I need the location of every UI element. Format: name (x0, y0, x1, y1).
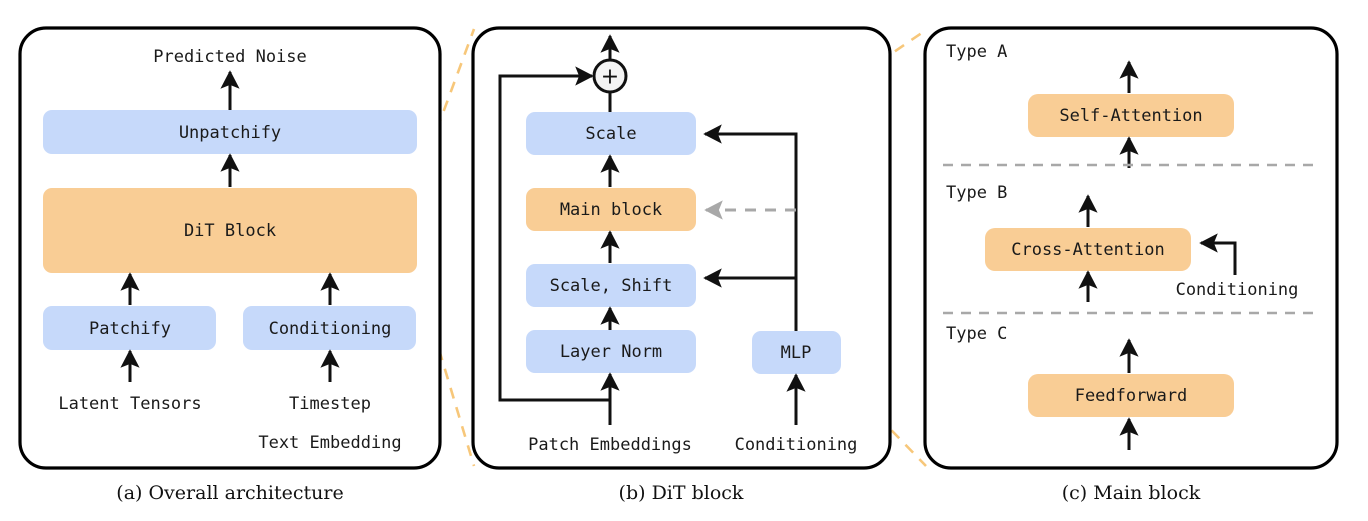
conditioning-into-cross-attention (1199, 233, 1237, 275)
label-type-a: Type A (946, 42, 1007, 62)
box-cross-attention[interactable] (985, 228, 1191, 271)
box-scale-shift[interactable] (526, 264, 696, 307)
box-layer-norm[interactable] (526, 330, 696, 373)
box-layer-norm-label: Layer Norm (560, 342, 662, 362)
box-mlp-label: MLP (781, 343, 812, 363)
skip-connection-path (498, 66, 610, 402)
caption-panel-b: (b) DiT block (619, 482, 744, 504)
box-mlp[interactable] (752, 331, 841, 374)
sum-node-label: + (601, 65, 619, 90)
panel-b-frame (471, 26, 892, 470)
box-self-attention[interactable] (1028, 94, 1234, 137)
zoom-connector-a-bottom (414, 272, 476, 467)
label-conditioning-c: Conditioning (1176, 280, 1299, 300)
box-unpatchify[interactable] (43, 110, 417, 154)
label-latent-tensors: Latent Tensors (58, 394, 201, 414)
label-conditioning-b: Conditioning (735, 435, 858, 455)
box-main-block[interactable] (526, 188, 696, 231)
box-main-block-label: Main block (560, 200, 662, 220)
box-dit-block-label: DiT Block (184, 221, 276, 241)
box-patchify-label: Patchify (89, 319, 171, 339)
label-timestep: Timestep (289, 394, 371, 414)
box-patchify[interactable] (43, 306, 216, 350)
label-text-embedding: Text Embedding (258, 433, 401, 453)
box-feedforward[interactable] (1028, 374, 1234, 417)
caption-panel-c: (c) Main block (1062, 482, 1201, 504)
box-unpatchify-label: Unpatchify (179, 123, 281, 143)
mlp-branch-to-scale (703, 124, 798, 331)
box-conditioning-a-label: Conditioning (269, 319, 392, 339)
box-cross-attention-label: Cross-Attention (1011, 240, 1165, 260)
box-scale-label: Scale (585, 124, 636, 144)
box-conditioning-a[interactable] (243, 306, 416, 350)
panel-a-output-label: Predicted Noise (153, 47, 307, 67)
caption-panel-a: (a) Overall architecture (116, 482, 343, 504)
label-patch-embeddings: Patch Embeddings (528, 435, 692, 455)
box-scale[interactable] (526, 112, 696, 155)
box-scale-shift-label: Scale, Shift (550, 276, 673, 296)
box-dit-block[interactable] (43, 188, 417, 273)
label-type-b: Type B (946, 183, 1007, 203)
label-type-c: Type C (946, 324, 1007, 344)
box-feedforward-label: Feedforward (1075, 386, 1188, 406)
sum-node[interactable] (592, 58, 628, 94)
box-self-attention-label: Self-Attention (1059, 106, 1202, 126)
